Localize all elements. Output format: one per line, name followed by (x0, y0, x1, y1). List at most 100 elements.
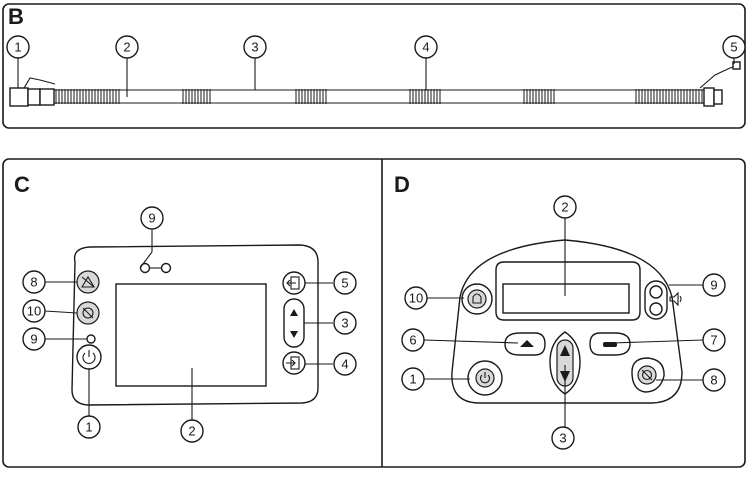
left-connector-collar (27, 88, 41, 106)
callout-b-5-circle (722, 35, 746, 59)
power-button-c[interactable] (76, 344, 102, 370)
panel-c: C (14, 172, 357, 443)
callout-b-5-label: 5 (730, 40, 737, 55)
callout-d-3-label: 3 (559, 431, 566, 446)
callout-b-1-circle (6, 35, 30, 59)
status-led-c (86, 334, 96, 344)
callout-c-5-circle (333, 271, 357, 295)
callout-c-9-left-label: 9 (30, 332, 37, 347)
corrugation-segment (635, 89, 703, 104)
panel-d: D (394, 172, 726, 450)
callout-c-4-circle (333, 352, 357, 376)
left-cuff (39, 88, 55, 106)
led-bottom (649, 302, 663, 316)
callout-c-2-label: 2 (188, 424, 195, 439)
callout-c-3-circle (333, 311, 357, 335)
callouts-b: 1 2 3 4 5 (6, 35, 746, 97)
up-down-rocker-c[interactable] (283, 298, 305, 348)
down-arrow-icon (290, 331, 298, 338)
sensor-plug (732, 61, 741, 70)
power-button-d[interactable] (467, 360, 503, 396)
callout-d-10-label: 10 (409, 291, 423, 306)
up-arrow-icon (520, 340, 534, 347)
alarm-silence-icon (81, 275, 95, 288)
right-sensor-wire (699, 65, 738, 89)
callout-c-1-circle (77, 415, 101, 439)
exit-icon (286, 276, 300, 290)
led-top (649, 285, 663, 299)
callout-d-2-label: 2 (561, 200, 568, 215)
alarm-silence-button-c[interactable] (76, 270, 100, 294)
callout-b-2-label: 2 (123, 40, 130, 55)
callout-c-5-label: 5 (341, 276, 348, 291)
exit-button-c[interactable] (282, 271, 306, 295)
alarm-pause-button-d-inner[interactable] (467, 289, 487, 309)
corrugation-segment (182, 89, 211, 104)
corrugation-segment (55, 89, 120, 104)
panel-b: B 1 2 (2, 3, 746, 129)
enter-icon (286, 356, 300, 370)
callout-d-7-label: 7 (710, 333, 717, 348)
alarm-pause-icon (82, 307, 94, 319)
callouts-d: 2 10 9 6 7 1 8 3 (401, 195, 726, 450)
panel-b-frame (2, 3, 746, 129)
callout-d-6-label: 6 (409, 333, 416, 348)
device-d-display (502, 283, 630, 314)
up-down-rocker-c-shape[interactable] (283, 298, 305, 348)
callout-c-3-label: 3 (341, 316, 348, 331)
tube-corrugations (55, 89, 703, 104)
callout-b-2-circle (115, 35, 139, 59)
callout-d-9-label: 9 (710, 278, 717, 293)
left-arrow-button-d[interactable] (504, 332, 546, 356)
callouts-c: 9 8 5 10 3 9 4 1 2 (22, 206, 357, 443)
panel-b-letter: B (8, 4, 24, 29)
callout-c-10-circle (22, 299, 46, 323)
right-arrow-button-d[interactable] (589, 332, 631, 356)
callout-b-3-label: 3 (251, 40, 258, 55)
panel-c-letter: C (14, 172, 30, 197)
up-down-rocker-d[interactable] (549, 331, 581, 395)
callout-c-2-circle (180, 419, 204, 443)
callout-c-9-top-label: 9 (148, 211, 155, 226)
callout-d-1-label: 1 (409, 372, 416, 387)
panel-cd-frame (2, 158, 746, 468)
callout-d-10-circle (404, 286, 428, 310)
tube-assembly (9, 61, 741, 107)
speaker-icon (669, 291, 682, 307)
right-cuff (703, 87, 715, 107)
callout-c-9-left-circle (22, 327, 46, 351)
callout-d-6-circle (401, 328, 425, 352)
callout-d-9-circle (702, 273, 726, 297)
callout-d-8-circle (702, 368, 726, 392)
indicator-light-right (160, 262, 172, 274)
callout-c-9-top-circle (140, 206, 164, 230)
callout-b-4-label: 4 (422, 40, 429, 55)
callout-c-8-label: 8 (30, 275, 37, 290)
up-arrow-icon (560, 345, 570, 356)
up-arrow-icon (290, 309, 298, 316)
panel-d-letter: D (394, 172, 410, 197)
callout-c-8-circle (22, 270, 46, 294)
corrugation-segment (295, 89, 327, 104)
callout-d-2-circle (553, 195, 577, 219)
enter-button-c[interactable] (282, 351, 306, 375)
alarm-silence-button-d[interactable] (631, 357, 665, 393)
alarm-pause-button-d[interactable] (461, 283, 493, 315)
left-connector (9, 87, 29, 107)
callout-d-7-circle (702, 328, 726, 352)
device-c-screen (115, 283, 267, 387)
right-connector (713, 89, 723, 105)
power-icon (82, 350, 96, 364)
callout-d-1-circle (401, 367, 425, 391)
alarm-pause-button-c[interactable] (76, 301, 100, 325)
callout-d-3-circle (551, 426, 575, 450)
callout-d-8-label: 8 (710, 373, 717, 388)
callout-b-4-circle (414, 35, 438, 59)
left-sensor-wire (23, 77, 56, 89)
power-icon (479, 372, 491, 384)
callout-c-1-label: 1 (85, 420, 92, 435)
alarm-silence-icon (641, 369, 653, 381)
alarm-bell-icon (472, 293, 482, 304)
